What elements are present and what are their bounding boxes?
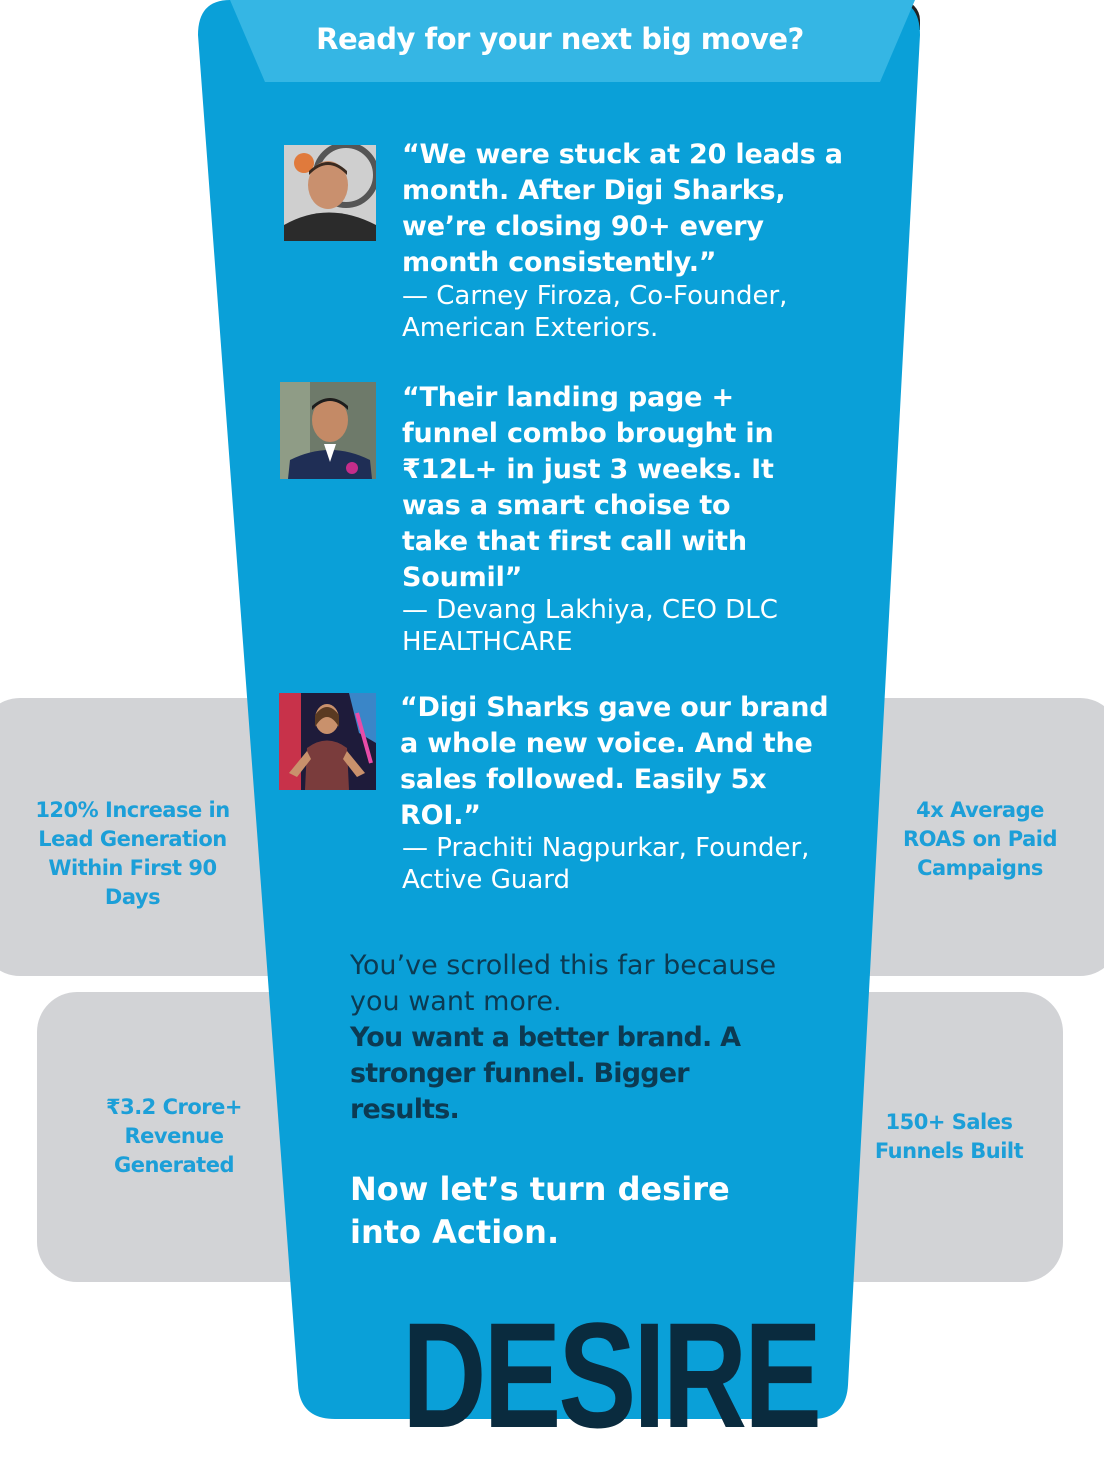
stat-funnels: 150+ Sales Funnels Built: [874, 1110, 1024, 1163]
pitch-intro: You’ve scrolled this far because you wan…: [350, 950, 777, 1017]
testimonial-author-2: — Devang Lakhiya, CEO DLC HEALTHCARE: [402, 595, 778, 657]
testimonial-quote-1: “We were stuck at 20 leads a month. Afte…: [402, 139, 843, 278]
pitch-block: You’ve scrolled this far because you wan…: [350, 948, 790, 1128]
photo-icon: [280, 382, 376, 479]
testimonial-quote-2: “Their landing page + funnel combo broug…: [402, 382, 774, 593]
funnel-shape: [198, 0, 920, 1419]
avatar-prachiti-nagpurkar: [279, 693, 376, 790]
avatar-carney-firoza: [284, 145, 376, 241]
funnel-body: [198, 0, 920, 1419]
stage-label: DESIRE: [402, 1291, 822, 1459]
avatar-devang-lakhiya: [280, 382, 376, 479]
photo-icon: [279, 693, 376, 790]
pitch-bold: You want a better brand. A stronger funn…: [350, 1022, 741, 1125]
testimonial-author-3: — Prachiti Nagpurkar, Founder, Active Gu…: [402, 833, 810, 895]
stat-lead-generation: 120% Increase in Lead Generation Within …: [35, 798, 230, 909]
banner-title: Ready for your next big move?: [316, 22, 804, 56]
stat-box-left-top: [0, 698, 300, 976]
pitch-cta: Now let’s turn desire into Action.: [350, 1170, 730, 1251]
photo-icon: [284, 145, 376, 241]
testimonial-author-1: — Carney Firoza, Co-Founder, American Ex…: [402, 281, 788, 343]
testimonial-quote-3: “Digi Sharks gave our brand a whole new …: [400, 692, 829, 831]
funnel-banner: [230, 0, 915, 82]
stat-roas: 4x Average ROAS on Paid Campaigns: [902, 798, 1058, 880]
stat-revenue: ₹3.2 Crore+ Revenue Generated: [105, 1095, 243, 1177]
